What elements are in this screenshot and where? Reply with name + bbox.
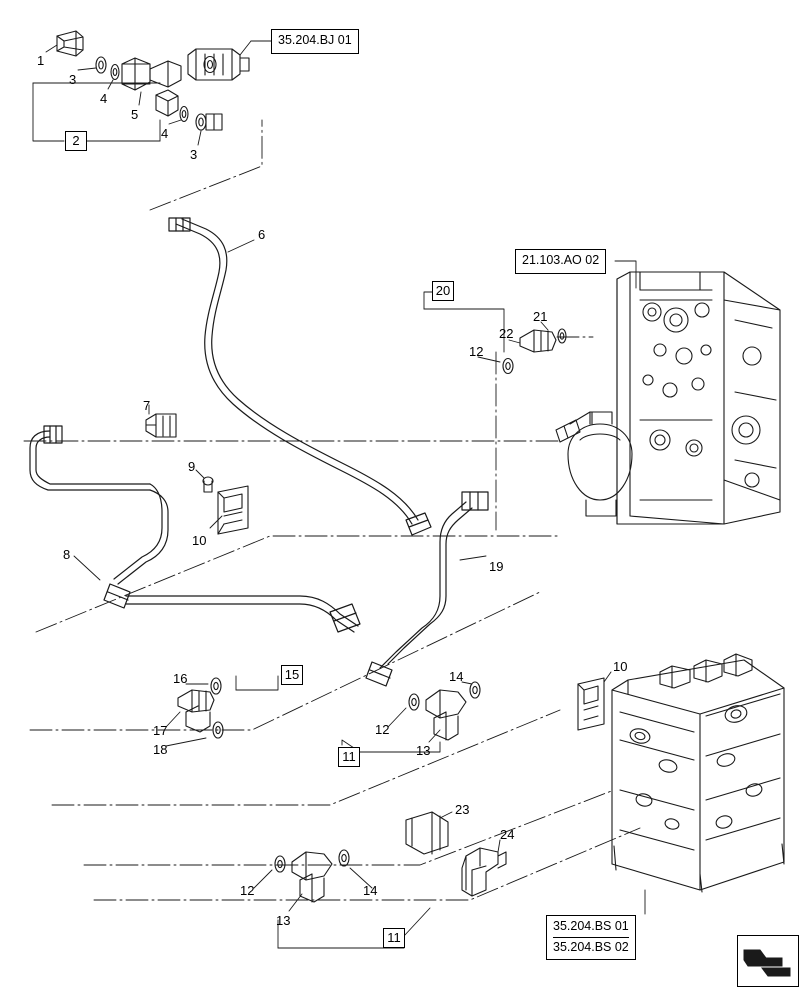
ref-line-2: 35.204.BS 02 — [553, 936, 629, 956]
leader-8 — [73, 555, 101, 581]
callout-3-top: 3 — [69, 72, 77, 87]
leaders-21-22-12 — [477, 321, 549, 363]
hydraulic-valve-block-upper — [616, 271, 781, 525]
part-14-seal-mid — [469, 681, 481, 699]
leader-24 — [497, 839, 501, 853]
accumulator-neck — [555, 411, 591, 443]
part-12-seal-upper — [502, 357, 514, 375]
callout-9: 9 — [188, 459, 196, 474]
part-18-seal — [212, 721, 224, 739]
tube-lower-horizontal — [125, 595, 361, 633]
part-4-seal-top — [110, 63, 120, 81]
callout-17: 17 — [153, 723, 168, 738]
part-17-fitting — [177, 689, 215, 733]
ref-line: 21.103.AO 02 — [522, 253, 600, 267]
callout-7: 7 — [143, 398, 151, 413]
leader-10-right — [603, 671, 612, 683]
part-3-oring-top — [95, 56, 107, 74]
part-24-elbow — [461, 847, 507, 897]
callout-6: 6 — [258, 227, 266, 242]
callout-3-lower: 3 — [190, 147, 198, 162]
group-box-20: 20 — [432, 281, 454, 301]
callout-12-bottom: 12 — [240, 883, 255, 898]
callout-12-mid: 12 — [375, 722, 390, 737]
hydraulic-valve-block-lower — [611, 653, 785, 893]
part-14-seal-bottom — [338, 849, 350, 867]
ref-box-21-103-ao-02: 21.103.AO 02 — [515, 249, 607, 274]
accumulator — [567, 411, 633, 517]
part-1-plug — [56, 30, 84, 57]
machine-silhouette-icon — [743, 949, 791, 977]
callout-13-mid: 13 — [416, 743, 431, 758]
tube-19 — [365, 491, 489, 687]
part-10-clamp-right — [577, 677, 605, 731]
leaders-top-group — [45, 40, 272, 146]
part-5-tee-fitting — [121, 57, 182, 117]
group-box-11-bottom: 11 — [383, 928, 405, 948]
part-16-seal — [210, 677, 222, 695]
callout-12-upper: 12 — [469, 344, 484, 359]
part-7-fitting — [145, 413, 177, 438]
callout-8: 8 — [63, 547, 71, 562]
leader-6 — [227, 239, 255, 253]
callout-14-bottom: 14 — [363, 883, 378, 898]
part-10-clamp-left — [217, 485, 249, 535]
group-11-bottom-bracket — [277, 907, 431, 949]
leader-23 — [439, 811, 453, 819]
callout-19: 19 — [489, 559, 504, 574]
tube-8 — [29, 425, 169, 609]
part-12-seal-bottom — [274, 855, 286, 873]
part-lower-stub — [205, 113, 223, 131]
ref-line-1: 35.204.BS 01 — [553, 919, 629, 933]
callout-4-top: 4 — [100, 91, 108, 106]
part-21-seal — [557, 328, 567, 344]
callout-10-left: 10 — [192, 533, 207, 548]
callout-21: 21 — [533, 309, 548, 324]
ref-box-35-204-bs: 35.204.BS 01 35.204.BS 02 — [546, 915, 636, 961]
part-quick-coupler — [187, 48, 250, 81]
part-13-tee-mid — [425, 689, 467, 741]
callout-14-mid: 14 — [449, 669, 464, 684]
part-3-oring-lower — [195, 113, 207, 131]
group-2-bracket — [32, 82, 161, 142]
callout-22: 22 — [499, 326, 514, 341]
callout-23: 23 — [455, 802, 470, 817]
leaders-16-17-18 — [165, 683, 209, 747]
part-23-sleeve — [405, 811, 449, 855]
callout-13-bottom: 13 — [276, 913, 291, 928]
centerlines — [23, 119, 641, 901]
orientation-logo — [737, 935, 799, 987]
callout-18: 18 — [153, 742, 168, 757]
ref-box-35-204-bj-01: 35.204.BJ 01 — [271, 29, 359, 54]
callout-16: 16 — [173, 671, 188, 686]
part-12-seal-mid — [408, 693, 420, 711]
part-13-tee-bottom — [291, 851, 333, 903]
part-22-fitting — [519, 329, 557, 353]
leader-21-103-ao-02 — [614, 260, 637, 289]
group-box-15: 15 — [281, 665, 303, 685]
callout-10-right: 10 — [613, 659, 628, 674]
group-box-11-left: 11 — [338, 747, 360, 767]
callout-5: 5 — [131, 107, 139, 122]
callout-24: 24 — [500, 827, 515, 842]
leaders-9-10 — [195, 469, 223, 529]
part-4-seal-lower — [179, 105, 189, 123]
leaders-12-13-14-mid — [387, 681, 473, 743]
callout-1: 1 — [37, 53, 45, 68]
group-20-bracket — [423, 291, 505, 353]
part-9-bolt — [202, 476, 214, 493]
hose-6 — [168, 217, 432, 536]
leaders-12-13-14-bottom — [253, 867, 373, 912]
leader-19 — [459, 555, 487, 561]
ref-line: 35.204.BJ 01 — [278, 33, 352, 47]
group-15-bracket — [235, 675, 279, 691]
callout-4-lower: 4 — [161, 126, 169, 141]
group-box-2: 2 — [65, 131, 87, 151]
